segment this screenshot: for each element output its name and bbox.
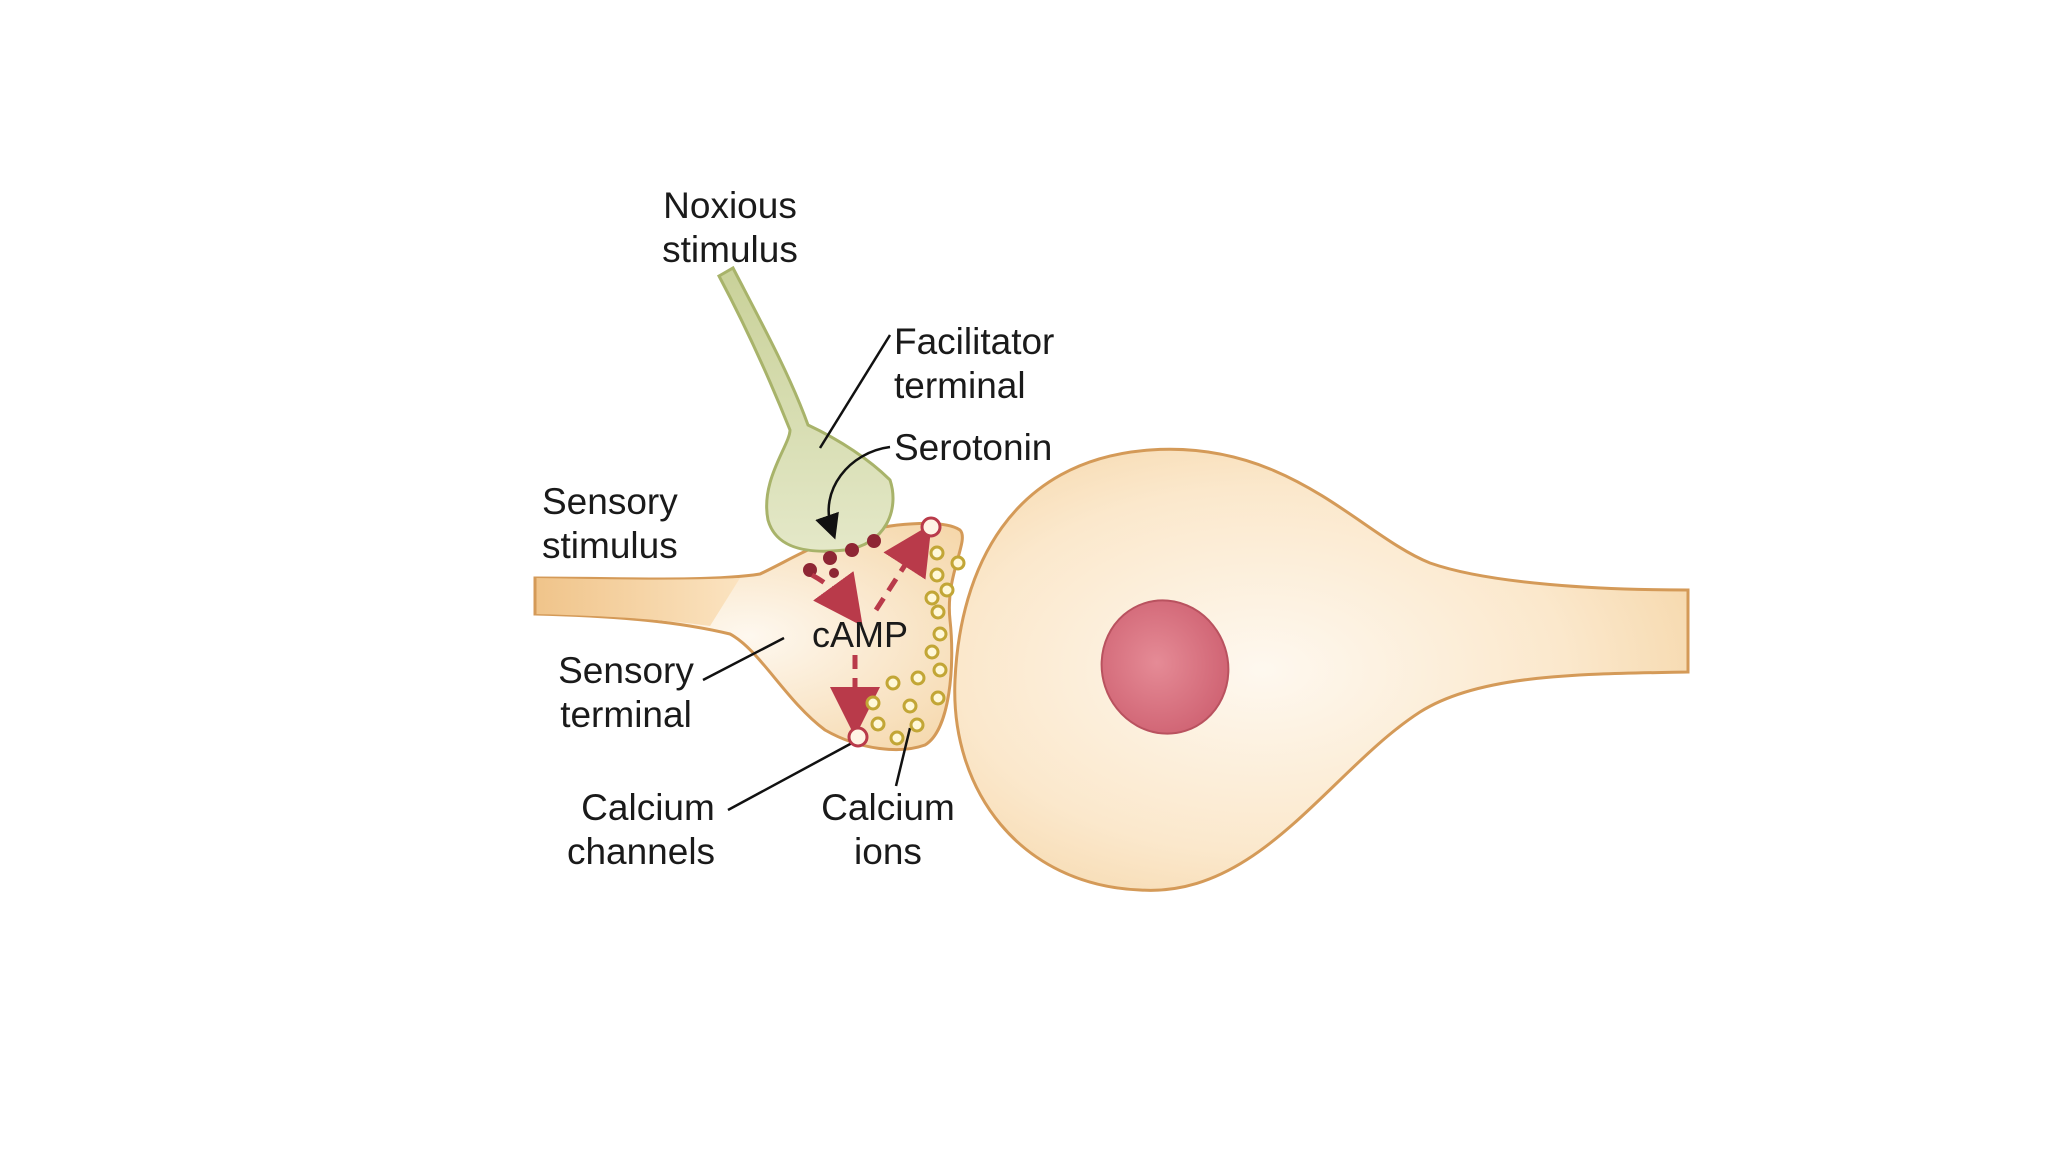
calcium-channels-leader [727,741,853,812]
calcium-ion [932,626,948,642]
label-sensory-stimulus-1: Sensory [542,481,678,522]
calcium-ion [924,644,940,660]
calcium-ion [924,590,940,606]
label-calcium-channels-1: Calcium [581,787,715,828]
camp-arrow-up [873,524,932,612]
label-sensory-stimulus-2: stimulus [542,525,678,566]
label-camp: cAMP [812,614,908,655]
nucleus [1100,599,1230,735]
calcium-ion [929,545,945,561]
calcium-ion [902,698,918,714]
serotonin-dot [823,551,837,565]
serotonin-dot [867,534,881,548]
calcium-ion [870,716,886,732]
serotonin-dot [845,543,859,557]
postsynaptic-neuron [953,447,1690,892]
calcium-ions-leader [894,727,912,787]
facilitator-leader [818,334,892,449]
sensory-terminal-leader [702,636,785,682]
calcium-ion [930,604,946,620]
label-calcium-channels-2: channels [567,831,715,872]
calcium-channel [920,516,942,538]
serotonin-leader [815,445,891,540]
facilitator-terminal [716,265,895,553]
calcium-channel [847,726,869,748]
label-sensory-terminal-2: terminal [560,694,692,735]
calcium-ion [910,670,926,686]
label-facilitator-terminal-1: Facilitator [894,321,1054,362]
label-noxious-stimulus-1: Noxious [663,185,797,226]
label-sensory-terminal-1: Sensory [558,650,694,691]
calcium-ion [865,695,881,711]
sensory-axon [535,578,740,626]
calcium-ions [865,545,966,746]
calcium-ion [909,717,925,733]
calcium-ion [885,675,901,691]
label-calcium-ions-2: ions [854,831,922,872]
calcium-ion [889,730,905,746]
camp-arrow-inward [810,571,863,627]
calcium-ion [950,555,966,571]
label-calcium-ions-1: Calcium [821,787,955,828]
calcium-ion [932,662,948,678]
camp-arrows [810,524,932,737]
serotonin-dot [829,568,839,578]
calcium-ion [939,582,955,598]
calcium-ion [930,690,946,706]
calcium-ion [929,567,945,583]
label-serotonin: Serotonin [894,427,1052,468]
label-noxious-stimulus-2: stimulus [662,229,798,270]
label-facilitator-terminal-2: terminal [894,365,1026,406]
